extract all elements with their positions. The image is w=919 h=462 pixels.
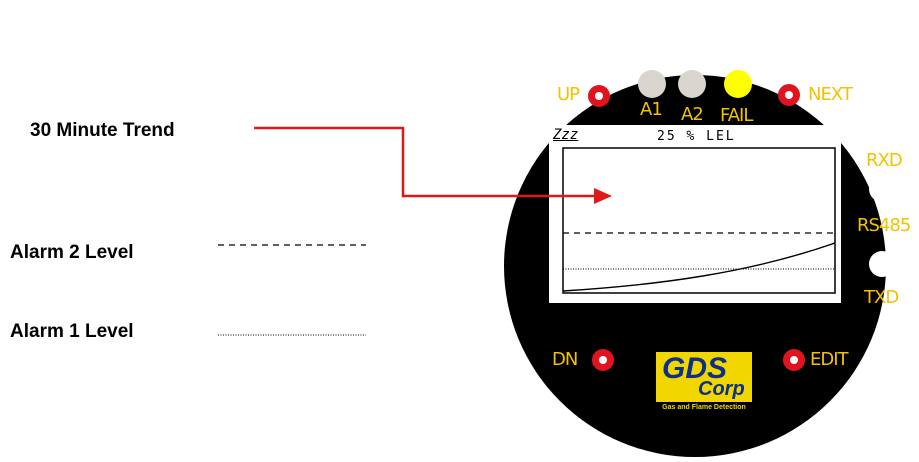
- trend-plot-frame: [562, 147, 836, 294]
- alarm1-callout-label: Alarm 1 Level: [10, 321, 134, 342]
- logo-tagline: Gas and Flame Detection: [656, 402, 752, 414]
- txd-label: TXD: [864, 287, 899, 308]
- screen-title: 25 % LEL: [657, 129, 736, 144]
- trend-callout-label: 30 Minute Trend: [30, 120, 175, 141]
- logo-brand: GDS: [662, 352, 728, 385]
- dn-button[interactable]: [592, 349, 614, 371]
- trend-line: [562, 242, 836, 292]
- a1-led: [638, 70, 666, 98]
- display-screen: Zzz 25 % LEL: [549, 125, 841, 303]
- fail-label: FAIL: [720, 105, 753, 126]
- trend-plot: [562, 147, 836, 294]
- rs485-label: RS485: [857, 215, 911, 236]
- txd-port: [869, 251, 895, 277]
- next-label: NEXT: [808, 84, 853, 105]
- alarm2-callout-label: Alarm 2 Level: [10, 242, 134, 263]
- edit-button[interactable]: [783, 349, 805, 371]
- logo-sub: Corp: [698, 378, 745, 400]
- dn-label: DN: [552, 349, 578, 370]
- next-button[interactable]: [778, 84, 800, 106]
- up-label: UP: [557, 84, 580, 105]
- gds-corp-logo: GDS Corp Gas and Flame Detection: [654, 350, 754, 414]
- rxd-label: RXD: [866, 150, 903, 171]
- a1-label: A1: [640, 99, 663, 120]
- a2-label: A2: [681, 104, 704, 125]
- fail-led: [724, 70, 752, 98]
- a2-led: [678, 70, 706, 98]
- rxd-port: [869, 176, 895, 202]
- up-button[interactable]: [588, 85, 610, 107]
- edit-label: EDIT: [810, 349, 849, 370]
